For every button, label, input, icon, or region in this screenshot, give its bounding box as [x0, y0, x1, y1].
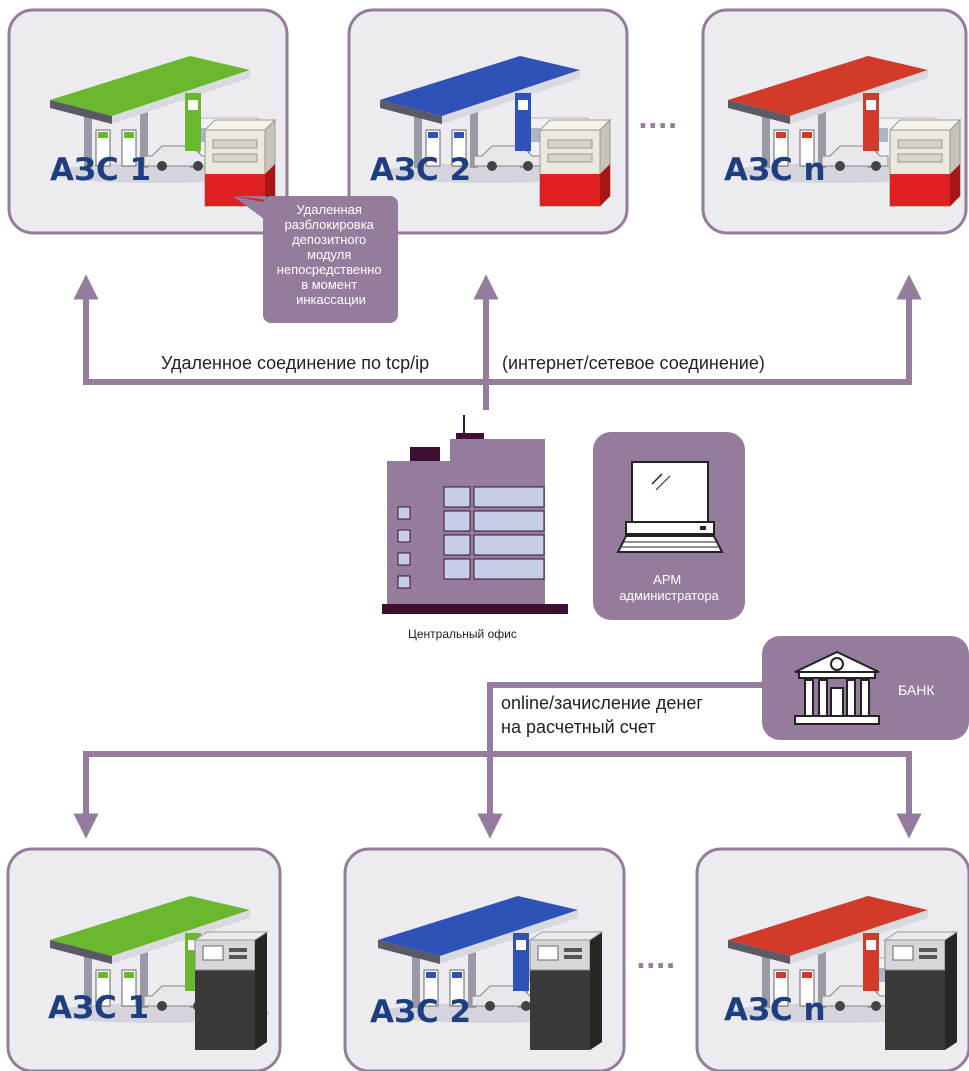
transfer-text-line2: на расчетный счет — [501, 717, 656, 737]
bottom-station-label-3: АЗС n — [724, 992, 826, 1028]
top-connection-lines — [73, 274, 922, 410]
connection-text-network: (интернет/сетевое соединение) — [502, 353, 765, 373]
top-station-label-2: АЗС 2 — [370, 152, 471, 188]
bank-card: БАНК — [762, 636, 969, 740]
deposit-terminal-illustration — [884, 931, 958, 1051]
bottom-station-card-1: АЗС 1 — [6, 847, 282, 1071]
top-station-card-3: АЗС n — [701, 8, 968, 235]
callout-text: Удаленная разблокировка депозитного моду… — [277, 202, 386, 307]
bottom-station-label-2: АЗС 2 — [370, 994, 471, 1030]
top-station-label-1: АЗС 1 — [50, 152, 151, 188]
top-ellipsis: .... — [638, 105, 678, 135]
bottom-station-label-1: АЗС 1 — [48, 990, 149, 1026]
central-office-building — [382, 415, 568, 614]
bank-label: БАНК — [898, 682, 935, 698]
callout-remote-unlock: Удаленная разблокировка депозитного моду… — [233, 194, 398, 323]
bottom-station-card-2: АЗС 2 — [343, 847, 626, 1071]
bottom-station-card-3: АЗС n — [695, 847, 969, 1071]
computer-icon — [616, 461, 724, 553]
top-station-card-2: АЗС 2 — [347, 8, 629, 235]
deposit-module-illustration — [204, 119, 276, 207]
admin-workstation-card: АРМ администратора — [593, 432, 745, 620]
connection-text-tcp: Удаленное соединение по tcp/ip — [161, 353, 429, 373]
top-station-label-3: АЗС n — [724, 152, 826, 188]
top-station-card-1: АЗС 1 — [7, 8, 289, 235]
bottom-connection-lines — [73, 682, 922, 839]
transfer-text-line1: online/зачисление денег — [501, 693, 703, 713]
deposit-terminal-illustration — [194, 931, 268, 1051]
deposit-terminal-illustration — [529, 931, 603, 1051]
deposit-module-illustration — [889, 119, 961, 207]
admin-workstation-label: АРМ администратора — [619, 572, 719, 603]
bottom-ellipsis: .... — [636, 945, 676, 975]
central-office-caption: Центральный офис — [408, 627, 517, 641]
deposit-module-illustration — [539, 119, 611, 207]
